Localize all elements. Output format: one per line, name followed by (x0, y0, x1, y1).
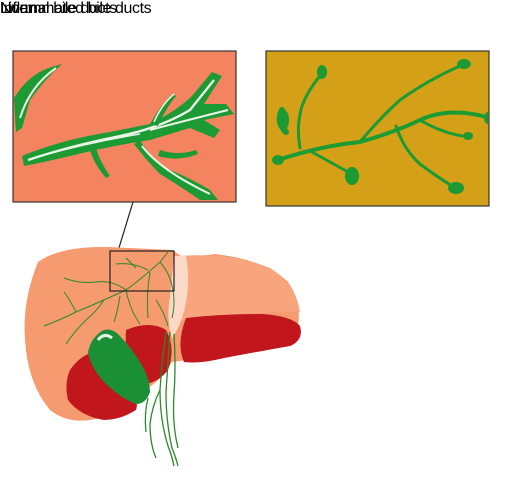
inflamed-ducts-panel (266, 51, 492, 206)
liver-illustration (25, 247, 301, 466)
right-lobe-underside (180, 314, 300, 363)
normal-ducts-panel (13, 51, 236, 202)
pointer-line (118, 202, 133, 251)
liver-label: Liver (0, 0, 33, 18)
